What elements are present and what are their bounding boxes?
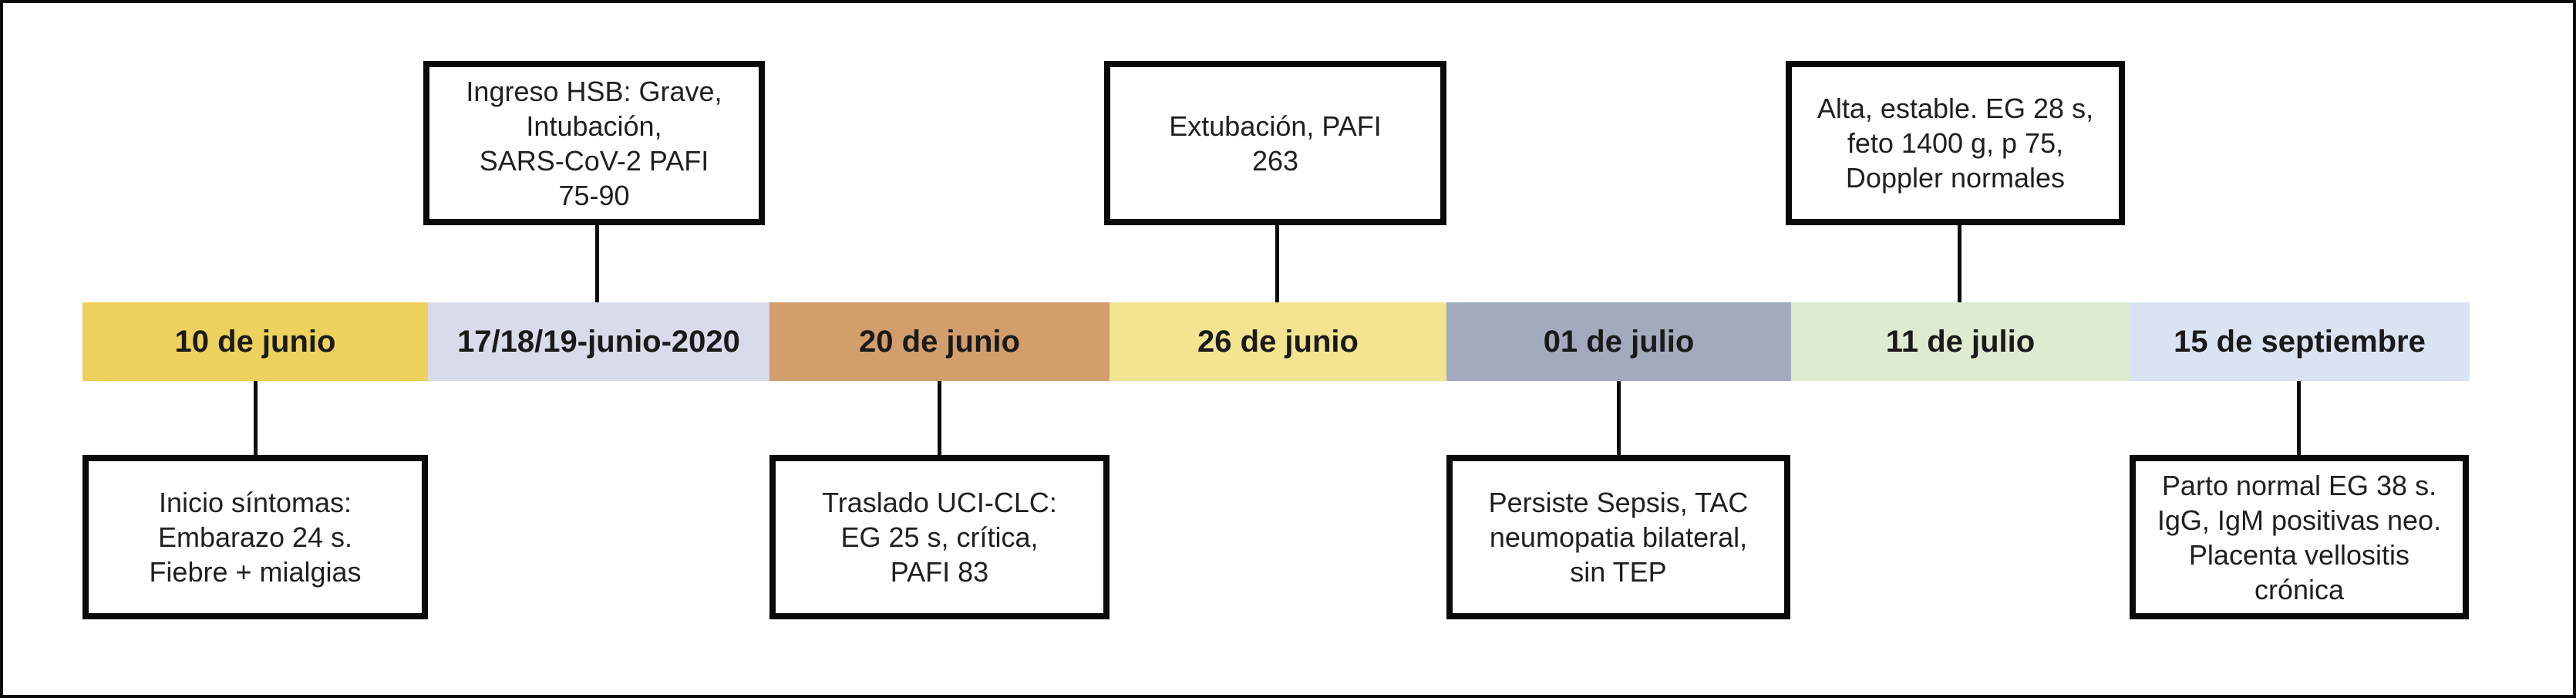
timeline-date-label: 11 de julio (1885, 324, 2036, 359)
callout-text: Persiste Sepsis, TAC neumopatia bilatera… (1489, 485, 1749, 589)
timeline-segment-20-junio: 20 de junio (769, 302, 1110, 381)
timeline-segment-17-19-junio: 17/18/19-junio-2020 (428, 302, 769, 381)
callout-text-line: 75-90 (558, 179, 630, 211)
callout-text: Traslado UCI-CLC: EG 25 s, crítica, PAFI… (822, 485, 1057, 589)
timeline-date-label: 10 de junio (174, 324, 336, 359)
callout-text-line: PAFI 83 (890, 556, 989, 588)
timeline-date-label: 26 de junio (1197, 324, 1359, 359)
callout-text-line: crónica (2254, 573, 2345, 605)
callout-text: Parto normal EG 38 s. IgG, IgM positivas… (2157, 468, 2441, 607)
callout-text-line: Parto normal EG 38 s. (2161, 469, 2437, 501)
timeline-date-label: 17/18/19-junio-2020 (457, 324, 740, 359)
connector-persiste-sepsis (1617, 381, 1621, 455)
connector-ingreso-hsb (595, 225, 599, 302)
callout-text-line: neumopatia bilateral, (1489, 521, 1748, 553)
callout-text-line: Doppler normales (1845, 162, 2066, 194)
connector-traslado-uci (938, 381, 941, 455)
callout-text: Alta, estable. EG 28 s, feto 1400 g, p 7… (1817, 91, 2093, 195)
connector-parto-normal (2297, 381, 2301, 455)
callout-text-line: Inicio síntomas: (158, 487, 352, 518)
callout-text-line: Ingreso HSB: Grave, (466, 75, 722, 107)
timeline-segment-01-julio: 01 de julio (1446, 302, 1791, 381)
callout-box-inicio-sintomas: Inicio síntomas: Embarazo 24 s. Fiebre +… (82, 455, 428, 619)
connector-extubacion (1275, 225, 1279, 302)
callout-text-line: SARS-CoV-2 PAFI (479, 144, 709, 177)
callout-text-line: Intubación, (526, 110, 662, 142)
callout-text-line: Embarazo 24 s. (157, 521, 353, 553)
callout-text-line: Alta, estable. EG 28 s, (1817, 93, 2094, 124)
callout-text-line: IgG, IgM positivas neo. (2157, 504, 2442, 536)
callout-text-line: 263 (1251, 144, 1299, 177)
connector-inicio-sintomas (254, 381, 258, 455)
callout-box-parto-normal: Parto normal EG 38 s. IgG, IgM positivas… (2130, 455, 2469, 619)
callout-text: Inicio síntomas: Embarazo 24 s. Fiebre +… (149, 485, 361, 589)
callout-box-ingreso-hsb: Ingreso HSB: Grave, Intubación, SARS-CoV… (423, 61, 765, 225)
callout-text-line: Placenta vellositis (2188, 538, 2410, 571)
callout-text: Ingreso HSB: Grave, Intubación, SARS-CoV… (466, 74, 722, 213)
timeline-segment-10-junio: 10 de junio (82, 302, 428, 381)
callout-text-line: feto 1400 g, p 75, (1847, 127, 2064, 159)
callout-text-line: Extubación, PAFI (1169, 110, 1382, 142)
callout-box-traslado-uci: Traslado UCI-CLC: EG 25 s, crítica, PAFI… (769, 455, 1110, 619)
callout-text-line: Fiebre + mialgias (149, 556, 362, 588)
callout-box-extubacion: Extubación, PAFI 263 (1104, 61, 1446, 225)
callout-text-line: sin TEP (1570, 556, 1667, 588)
timeline-segment-11-julio: 11 de julio (1791, 302, 2130, 381)
callout-box-persiste-sepsis: Persiste Sepsis, TAC neumopatia bilatera… (1446, 455, 1790, 619)
timeline-date-label: 20 de junio (859, 324, 1020, 359)
timeline-segment-26-junio: 26 de junio (1110, 302, 1446, 381)
callout-box-alta-estable: Alta, estable. EG 28 s, feto 1400 g, p 7… (1786, 61, 2125, 225)
callout-text-line: Traslado UCI-CLC: (822, 487, 1057, 518)
timeline-segment-15-septiembre: 15 de septiembre (2130, 302, 2470, 381)
callout-text-line: EG 25 s, crítica, (840, 521, 1039, 553)
timeline-date-label: 01 de julio (1543, 324, 1695, 359)
timeline-date-label: 15 de septiembre (2174, 324, 2426, 359)
connector-alta-estable (1958, 225, 1961, 302)
callout-text: Extubación, PAFI 263 (1169, 109, 1381, 178)
callout-text-line: Persiste Sepsis, TAC (1488, 487, 1749, 518)
